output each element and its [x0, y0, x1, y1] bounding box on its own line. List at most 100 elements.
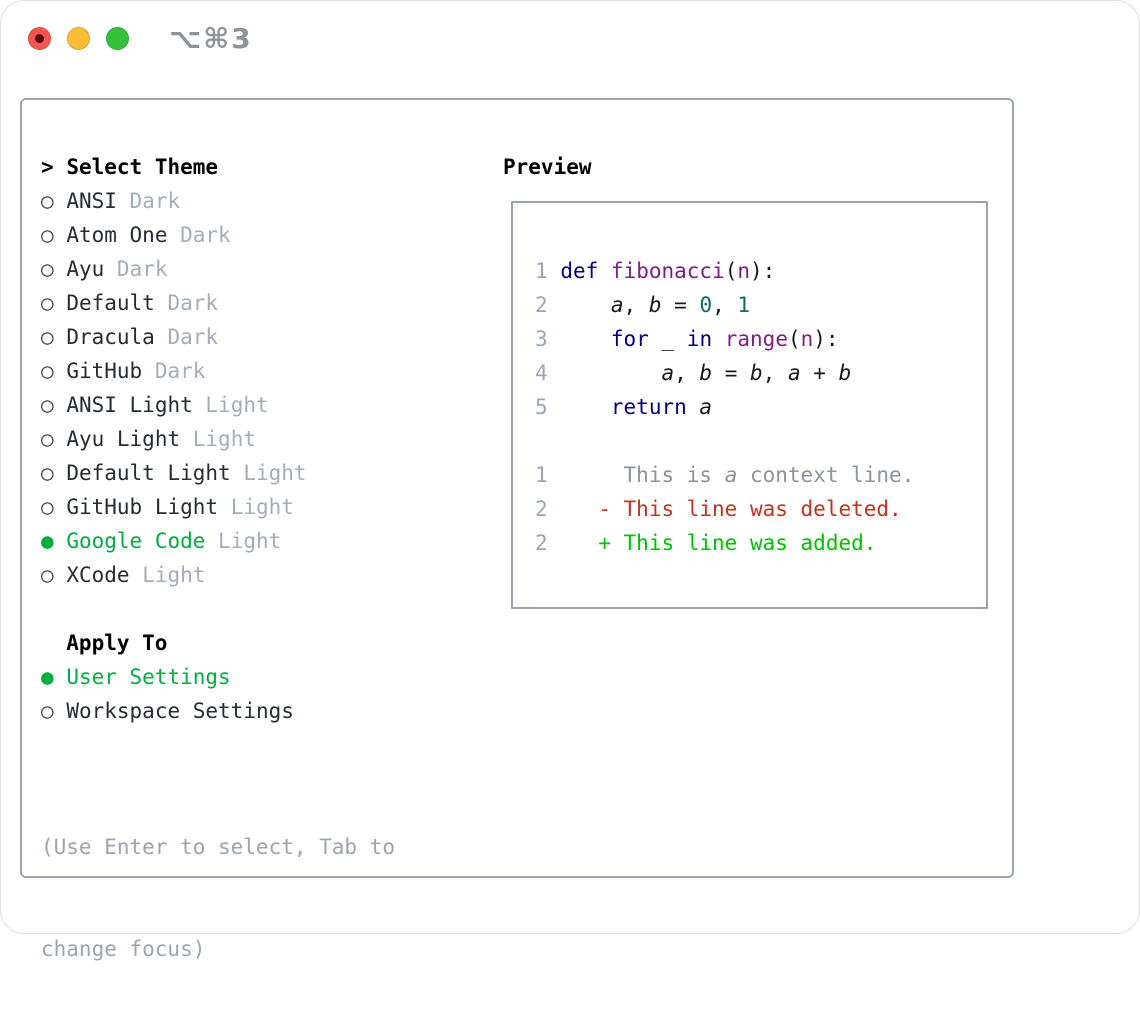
radio-icon: ○: [41, 257, 54, 281]
code-token: +: [800, 361, 839, 385]
theme-option-xcode[interactable]: ○ XCode Light: [41, 558, 503, 592]
code-token: [560, 293, 611, 317]
zoom-button[interactable]: [106, 27, 129, 50]
apply-to-header-label: Apply To: [66, 631, 168, 655]
preview-line: 1 def fibonacci(n):: [535, 254, 986, 288]
code-token-var: a: [699, 395, 713, 419]
theme-variant-label: Light: [192, 427, 256, 451]
code-token-fn: range: [724, 327, 788, 351]
code-token-kw: return: [610, 395, 687, 419]
radio-icon: ○: [41, 699, 54, 723]
titlebar: [28, 27, 129, 50]
theme-option-ansi-light[interactable]: ○ ANSI Light Light: [41, 388, 503, 422]
theme-option-label: XCode: [66, 563, 130, 587]
theme-option-github-light[interactable]: ○ GitHub Light Light: [41, 490, 503, 524]
theme-variant-label: Light: [205, 393, 269, 417]
code-token-var: b: [699, 361, 713, 385]
code-token-lit: 1: [737, 293, 751, 317]
code-token: =: [712, 361, 751, 385]
code-token: (: [787, 327, 801, 351]
theme-option-label: GitHub Light: [66, 495, 219, 519]
keyboard-hint-line-2: change focus): [41, 937, 206, 961]
apply-option-user-settings[interactable]: ● User Settings: [41, 660, 503, 694]
code-token: (: [724, 259, 738, 283]
code-token-var: a: [661, 361, 675, 385]
theme-option-label: Default Light: [66, 461, 231, 485]
close-button[interactable]: [28, 27, 51, 50]
code-token: ):: [813, 327, 839, 351]
code-token-fn: n: [800, 327, 814, 351]
code-token-var: a: [610, 293, 624, 317]
theme-option-atom-one[interactable]: ○ Atom One Dark: [41, 218, 503, 252]
theme-option-ayu[interactable]: ○ Ayu Dark: [41, 252, 503, 286]
theme-variant-label: Dark: [154, 359, 206, 383]
code-token-var: b: [838, 361, 852, 385]
code-token-add: + This line was added.: [560, 531, 877, 555]
radio-icon: ○: [41, 189, 54, 213]
code-token: [649, 327, 662, 351]
theme-option-dracula[interactable]: ○ Dracula Dark: [41, 320, 503, 354]
theme-option-github[interactable]: ○ GitHub Dark: [41, 354, 503, 388]
preview-line: 5 return a: [535, 390, 986, 424]
theme-option-google-code[interactable]: ● Google Code Light: [41, 524, 503, 558]
theme-option-label: ANSI Light: [66, 393, 193, 417]
radio-selected-icon: ●: [41, 529, 54, 553]
radio-icon: ○: [41, 495, 54, 519]
theme-option-default[interactable]: ○ Default Dark: [41, 286, 503, 320]
theme-variant-label: Dark: [167, 291, 219, 315]
theme-option-default-light[interactable]: ○ Default Light Light: [41, 456, 503, 490]
theme-option-ayu-light[interactable]: ○ Ayu Light Light: [41, 422, 503, 456]
select-theme-header: > Select Theme: [41, 150, 503, 184]
apply-option-workspace-settings[interactable]: ○ Workspace Settings: [41, 694, 503, 728]
apply-option-label: Workspace Settings: [66, 699, 294, 723]
theme-variant-label: Light: [218, 529, 282, 553]
code-token-ctx: context line.: [737, 463, 915, 487]
radio-icon: ○: [41, 427, 54, 451]
code-token: [712, 327, 725, 351]
theme-variant-label: Dark: [167, 325, 219, 349]
code-token-ctx: This is: [560, 463, 725, 487]
apply-option-label: User Settings: [66, 665, 231, 689]
code-token: ,: [674, 361, 700, 385]
code-token-ctx-i: a: [724, 463, 738, 487]
theme-picker-column: > Select Theme ○ ANSI Dark○ Atom One Dar…: [41, 150, 503, 961]
theme-dialog-panel: > Select Theme ○ ANSI Dark○ Atom One Dar…: [20, 98, 1014, 961]
theme-option-ansi[interactable]: ○ ANSI Dark: [41, 184, 503, 218]
code-token-var: b: [648, 293, 662, 317]
radio-selected-icon: ●: [41, 665, 54, 689]
code-token: [560, 395, 611, 419]
line-number: 2: [535, 293, 548, 317]
theme-variant-label: Dark: [116, 257, 168, 281]
code-token: [560, 361, 661, 385]
preview-line: 2 a, b = 0, 1: [535, 288, 986, 322]
code-token-var: _: [661, 327, 675, 351]
window-shortcut-label: ⌥⌘3: [169, 22, 253, 55]
code-token-var: a: [787, 361, 801, 385]
preview-line: 2 - This line was deleted.: [535, 492, 986, 526]
preview-line: 1 This is a context line.: [535, 458, 986, 492]
code-token: [598, 259, 611, 283]
line-number: 2: [535, 497, 548, 521]
preview-line: 3 for _ in range(n):: [535, 322, 986, 356]
theme-variant-label: Dark: [180, 223, 231, 247]
line-number: 1: [535, 259, 548, 283]
code-token: [560, 327, 611, 351]
radio-icon: ○: [41, 461, 54, 485]
apply-to-header: Apply To: [41, 626, 503, 660]
line-number: 3: [535, 327, 548, 351]
preview-line: 4 a, b = b, a + b: [535, 356, 986, 390]
radio-icon: ○: [41, 223, 54, 247]
code-token: ,: [762, 361, 788, 385]
preview-header: Preview: [503, 155, 592, 179]
focus-caret-icon: >: [41, 155, 54, 179]
code-token: ,: [712, 293, 738, 317]
minimize-button[interactable]: [67, 27, 90, 50]
radio-icon: ○: [41, 325, 54, 349]
theme-variant-label: Light: [230, 495, 294, 519]
line-number: 2: [535, 531, 548, 555]
preview-column: Preview 1 def fibonacci(n):2 a, b = 0, 1…: [503, 150, 1012, 876]
code-token: [674, 327, 687, 351]
code-token-lit: 0: [699, 293, 713, 317]
theme-variant-label: Light: [243, 461, 307, 485]
